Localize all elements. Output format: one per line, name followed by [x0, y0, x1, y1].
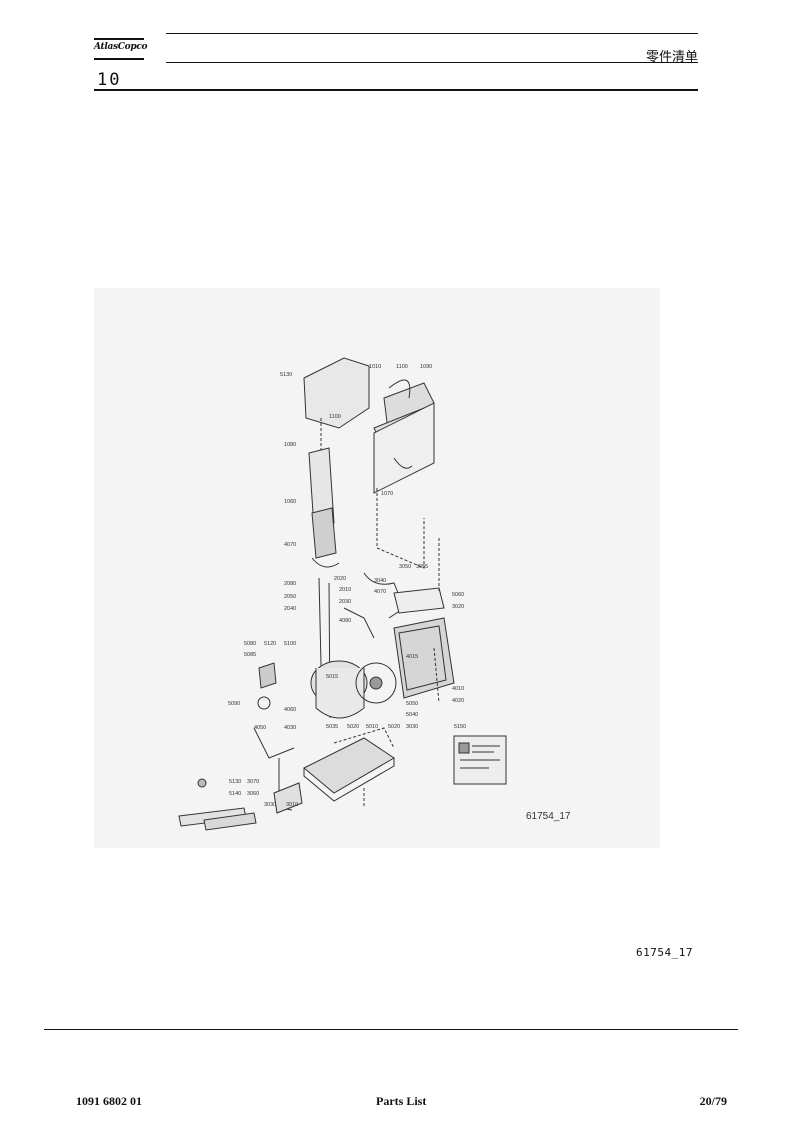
part-callout-label: 5050	[406, 701, 418, 707]
part-callout-label: 1070	[381, 491, 393, 497]
part-callout-label: 5085	[244, 652, 256, 658]
part-callout-label: 1010	[369, 364, 381, 370]
part-callout-label: 5140	[229, 791, 241, 797]
diagram-drawing: 5130 1010 1100 1090 1080 1100 1070 1060 4070 2080…	[178, 357, 507, 831]
logo-text: AtlasCopco	[94, 42, 148, 52]
part-callout-label: 5060	[452, 592, 464, 598]
part-callout-label: 2080	[284, 581, 296, 587]
part-callout-label: 5020	[347, 724, 359, 730]
part-callout-label: 1100	[329, 414, 341, 420]
part-callout-label: 5090	[228, 701, 240, 707]
part-callout-label: 4080	[339, 618, 351, 624]
part-callout-label: 5120	[264, 641, 276, 647]
part-callout-label: 5010	[366, 724, 378, 730]
header-rule-middle	[166, 62, 698, 63]
part-callout-label: 5040	[406, 712, 418, 718]
part-callout-label: 5015	[326, 674, 338, 680]
logo-bar-bottom	[94, 58, 144, 60]
part-callout-label: 5130	[280, 372, 292, 378]
header-rule-top	[166, 33, 698, 34]
part-callout-label: 5100	[284, 641, 296, 647]
header-title: 零件清单	[645, 50, 698, 65]
part-callout-label: 1080	[284, 442, 296, 448]
exploded-parts-diagram: 5130 1010 1100 1090 1080 1100 1070 1060 4070 2080…	[94, 288, 660, 848]
part-callout-label: 4050	[254, 725, 266, 731]
part-callout-label: 4070	[284, 542, 296, 548]
part-callout-label: 3070	[247, 779, 259, 785]
part-callout-label: 1060	[284, 499, 296, 505]
footer-page-number: 20/79	[699, 1094, 727, 1108]
part-callout-label: 5130	[229, 779, 241, 785]
part-callout-label: 5020	[388, 724, 400, 730]
part-callout-label: 2040	[284, 606, 296, 612]
part-callout-label: 3050	[399, 564, 411, 570]
section-number: 10	[97, 70, 122, 90]
part-callout-label: 3040	[374, 578, 386, 584]
part-callout-label: 4070	[374, 589, 386, 595]
part-callout-label: 5080	[244, 641, 256, 647]
part-callout-label: 3030	[406, 724, 418, 730]
part-callout-label: 4015	[406, 654, 418, 660]
part-callout-label: 3010	[286, 802, 298, 808]
part-callout-label: 4060	[284, 707, 296, 713]
part-callout-label: 2010	[339, 587, 351, 593]
figure-reference-id: 61754_17	[526, 811, 571, 822]
part-callout-label: 4020	[452, 698, 464, 704]
part-callout-label: 2050	[284, 594, 296, 600]
footer-rule	[44, 1029, 738, 1030]
part-callout-label: 3060	[247, 791, 259, 797]
part-callout-label: 3030	[264, 802, 276, 808]
part-callout-label: 2030	[339, 599, 351, 605]
part-callout-label: 1100	[396, 364, 408, 370]
part-callout-label: 5035	[326, 724, 338, 730]
part-callout-label: 3055	[416, 564, 428, 570]
footer-doc-number: 1091 6802 01	[76, 1094, 142, 1108]
part-callout-label: 3020	[452, 604, 464, 610]
part-callout-label: 4010	[452, 686, 464, 692]
part-callout-label: 4030	[284, 725, 296, 731]
part-callout-label: 1090	[420, 364, 432, 370]
figure-caption: 61754_17	[636, 946, 693, 959]
part-callout-label: 5150	[454, 724, 466, 730]
footer-title: Parts List	[376, 1094, 427, 1108]
part-callout-label: 2020	[334, 576, 346, 582]
atlas-copco-logo: AtlasCopco	[94, 38, 148, 60]
header-rule-main	[94, 89, 698, 91]
logo-bar-top	[94, 38, 144, 40]
